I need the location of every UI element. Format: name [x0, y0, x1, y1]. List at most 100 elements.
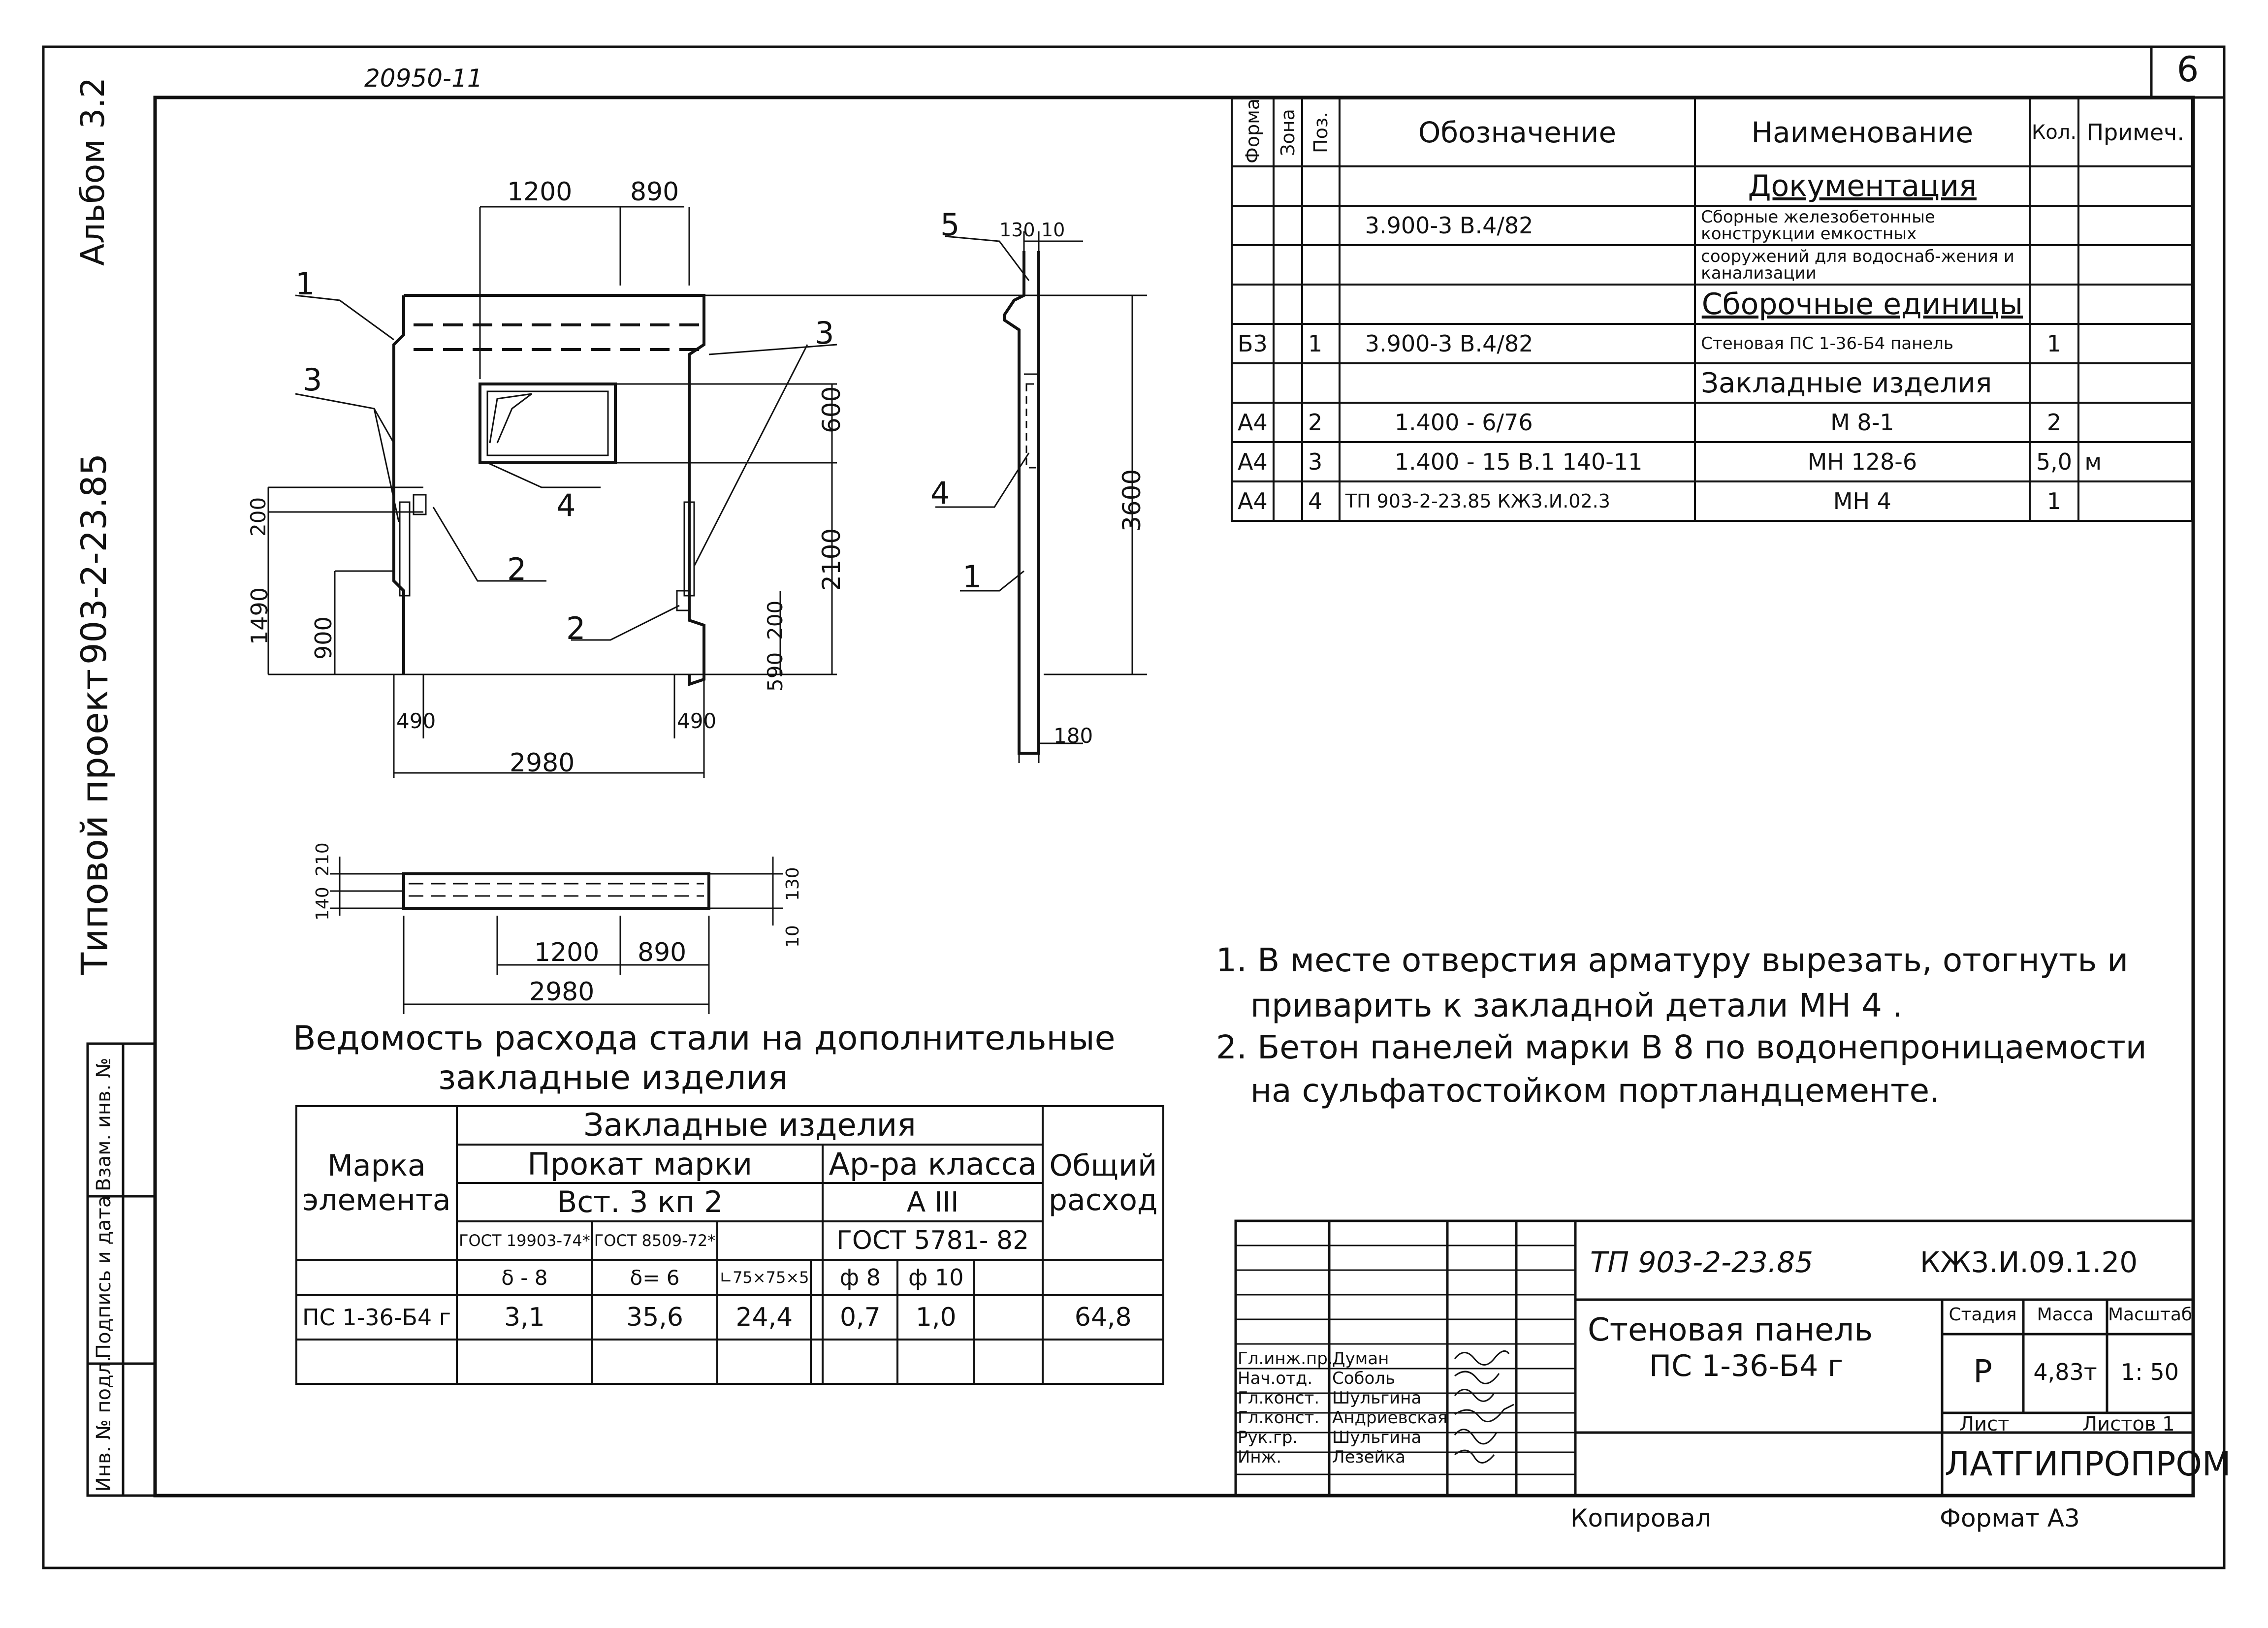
side-dim-10: 10: [1041, 219, 1065, 241]
spec-code: 3.900-3 В.4/82: [1338, 205, 1696, 246]
steel-table: Марка элемента Закладные изделия Общий р…: [295, 1105, 1165, 1385]
steel-title-2: закладные изделия: [438, 1058, 788, 1097]
spec-format: Б3: [1231, 323, 1275, 364]
steel-h-mark: Марка элемента: [295, 1105, 458, 1261]
steel-h-d8: δ - 8: [455, 1259, 593, 1296]
spec-qty: 1: [2028, 323, 2080, 364]
note-2b: на сульфатостойком портландцементе.: [1250, 1072, 1940, 1110]
dim-890: 890: [630, 177, 679, 207]
plan-view: [402, 872, 710, 910]
steel-v4: 0,7: [822, 1294, 899, 1341]
steel-v1: 3,1: [455, 1294, 593, 1341]
steel-h-f8: ф 8: [822, 1259, 899, 1296]
tb-name: Лезейка: [1332, 1447, 1406, 1467]
tb-code: КЖ3.И.09.1.20: [1920, 1245, 2138, 1279]
plan-dim-1200: 1200: [534, 938, 600, 967]
tb-project: ТП 903-2-23.85: [1590, 1245, 1813, 1279]
tb-organization: ЛАТГИПРОПРОМ: [1945, 1445, 2231, 1484]
steel-h-prokat: Прокат марки: [455, 1144, 824, 1184]
section-embedded: Закладные изделия: [1694, 362, 2031, 404]
steel-mark: ПС 1-36-Б4 г: [295, 1294, 458, 1341]
sheet-box: [2150, 45, 2226, 99]
callout-3-right: 3: [815, 315, 834, 351]
steel-h-d6: δ= 6: [591, 1259, 719, 1296]
dim-2980: 2980: [510, 748, 575, 778]
section-documentation: Документация: [1694, 165, 2031, 207]
spec-name: М 8-1: [1694, 402, 2031, 443]
callout-2-left: 2: [507, 551, 527, 587]
doc-number: 20950-11: [364, 64, 483, 93]
steel-h-gost1: ГОСТ 19903-74*: [455, 1220, 593, 1261]
note-1a: 1. В месте отверстия арматуру вырезать, …: [1216, 941, 2129, 979]
dim-490-right: 490: [677, 709, 717, 733]
steel-row: ПС 1-36-Б4 г 3,1 35,6 24,4 0,7 1,0 64,8: [295, 1294, 1165, 1341]
front-view: [392, 294, 705, 687]
tb-people-names: Думан Соболь Шульгина Андриевская Шульги…: [1332, 1349, 1447, 1467]
tb-name: Соболь: [1332, 1369, 1396, 1388]
spec-name: МН 128-6: [1694, 441, 2031, 482]
steel-h-vst: Вст. 3 кп 2: [455, 1182, 824, 1222]
tb-role: Гл.конст.: [1238, 1388, 1320, 1408]
dim-490-left: 490: [396, 709, 436, 733]
tb-role: Нач.отд.: [1238, 1369, 1313, 1388]
spec-note: м: [2077, 441, 2193, 482]
spec-row: А4 2 1.400 - 6/76 М 8-1 2: [1231, 402, 2193, 443]
spec-name: МН 4: [1694, 480, 2031, 522]
note-1b: приварить к закладной детали МН 4 .: [1250, 987, 1903, 1024]
spec-qty: 1: [2028, 480, 2080, 522]
tb-name: Андриевская: [1332, 1408, 1448, 1428]
tb-h-stage: Стадия: [1949, 1305, 2017, 1325]
tb-role: Гл.конст.: [1238, 1408, 1320, 1428]
paper-format: Формат А3: [1940, 1504, 2080, 1532]
note-2a: 2. Бетон панелей марки В 8 по водонепрон…: [1216, 1028, 2147, 1066]
col-note: Примеч.: [2077, 97, 2193, 167]
spec-code: 3.900-3 В.4/82: [1338, 323, 1696, 364]
spec-row: сооружений для водоснаб-жения и канализа…: [1231, 244, 2193, 286]
steel-v3: 24,4: [716, 1294, 812, 1341]
steel-h-total: Общий расход: [1041, 1105, 1165, 1261]
steel-title-1: Ведомость расхода стали на дополнительны…: [293, 1019, 1116, 1058]
callout-4: 4: [556, 487, 576, 523]
sheet-number: 6: [2176, 49, 2199, 90]
callout-1: 1: [295, 266, 315, 302]
spec-code: 1.400 - 6/76: [1338, 402, 1696, 443]
tb-sheet-label: Лист: [1959, 1413, 2010, 1436]
side-dim-180: 180: [1054, 724, 1093, 748]
spec-name: Стеновая ПС 1-36-Б4 панель: [1694, 323, 2031, 364]
steel-h-arm: Ар-ра класса: [822, 1144, 1044, 1184]
tb-role: Гл.инж.пр.: [1238, 1349, 1333, 1369]
copied-by: Копировал: [1570, 1504, 1711, 1532]
signatures: [1454, 1350, 1514, 1464]
spec-row: 3.900-3 В.4/82 Сборные железобетонные ко…: [1231, 205, 2193, 246]
tb-name: Шульгина: [1332, 1428, 1422, 1447]
spec-code: ТП 903-2-23.85 КЖ3.И.02.3: [1338, 480, 1696, 522]
callout-3-left: 3: [303, 362, 322, 398]
tb-title-1: Стеновая панель: [1588, 1312, 1873, 1348]
spec-qty: 2: [2028, 402, 2080, 443]
tb-scale: 1: 50: [2121, 1359, 2179, 1385]
spec-format: А4: [1231, 402, 1275, 443]
tb-people-roles: Гл.инж.пр. Нач.отд. Гл.конст. Гл.конст. …: [1238, 1349, 1333, 1467]
steel-total: 64,8: [1041, 1294, 1165, 1341]
spec-pos: 1: [1301, 323, 1341, 364]
spec-code: 1.400 - 15 В.1 140-11: [1338, 441, 1696, 482]
col-name: Наименование: [1694, 97, 2031, 167]
col-qty: Кол.: [2028, 97, 2080, 167]
spec-pos: 3: [1301, 441, 1341, 482]
front-dims: [267, 206, 1142, 778]
spec-row: А4 4 ТП 903-2-23.85 КЖ3.И.02.3 МН 4 1: [1231, 480, 2193, 522]
steel-h-gost2: ГОСТ 8509-72*: [591, 1220, 719, 1261]
tb-role: Инж.: [1238, 1447, 1282, 1467]
steel-v5: 1,0: [896, 1294, 976, 1341]
tb-title-2: ПС 1-36-Б4 г: [1649, 1349, 1843, 1383]
steel-h-angle: ∟75×75×5: [716, 1259, 812, 1296]
plan-dim-890: 890: [638, 938, 687, 967]
side-view: [1003, 251, 1040, 755]
tb-mass: 4,83т: [2033, 1359, 2097, 1385]
callout-2-right: 2: [566, 610, 586, 646]
spec-row: А4 3 1.400 - 15 В.1 140-11 МН 128-6 5,0 …: [1231, 441, 2193, 482]
spec-pos: 4: [1301, 480, 1341, 522]
spec-name: сооружений для водоснаб-жения и канализа…: [1694, 244, 2031, 286]
